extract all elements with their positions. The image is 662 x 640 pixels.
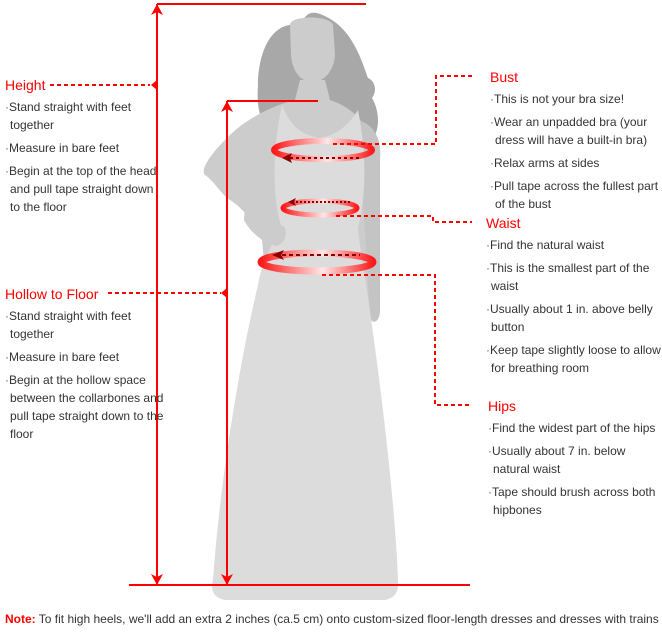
height-instructions: Stand straight with feet together Measur…: [5, 98, 165, 216]
waist-tape-ring: [280, 198, 360, 218]
waist-connector: [336, 215, 472, 223]
waist-bullet: Keep tape slightly loose to allow for br…: [486, 341, 662, 377]
waist-section: Waist Find the natural waist This is the…: [486, 215, 662, 382]
height-bullet: Measure in bare feet: [5, 139, 165, 157]
hips-title: Hips: [488, 398, 517, 414]
hollow-to-floor-title: Hollow to Floor: [5, 286, 99, 302]
bust-connector: [333, 75, 472, 145]
hollow-to-floor-bullet: Measure in bare feet: [5, 348, 165, 366]
bust-bullet: Pull tape across the fullest part of the…: [490, 177, 660, 213]
hips-bullet: Usually about 7 in. below natural waist: [488, 442, 658, 478]
height-title: Height: [5, 77, 46, 93]
note-text: To fit high heels, we'll add an extra 2 …: [35, 612, 659, 626]
bust-bullet: Relax arms at sides: [490, 154, 660, 172]
hips-instructions: Find the widest part of the hips Usually…: [488, 419, 658, 519]
bust-section: Bust This is not your bra size! Wear an …: [490, 69, 660, 218]
hollow-to-floor-instructions: Stand straight with feet together Measur…: [5, 307, 165, 443]
hips-connector: [322, 274, 472, 406]
height-section: Height Stand straight with feet together…: [5, 77, 165, 221]
bust-instructions: This is not your bra size! Wear an unpad…: [490, 90, 660, 213]
hips-bullet: Tape should brush across both hipbones: [488, 483, 658, 519]
hips-section: Hips Find the widest part of the hips Us…: [488, 398, 658, 524]
waist-bullet: This is the smallest part of the waist: [486, 259, 662, 295]
high-heels-note: Note: To fit high heels, we'll add an ex…: [5, 612, 659, 626]
note-label: Note:: [5, 612, 36, 626]
hips-bullet: Find the widest part of the hips: [488, 419, 658, 437]
waist-instructions: Find the natural waist This is the small…: [486, 236, 662, 377]
height-bullet: Begin at the top of the head and pull ta…: [5, 162, 165, 216]
height-bullet: Stand straight with feet together: [5, 98, 165, 134]
hollow-to-floor-bullet: Stand straight with feet together: [5, 307, 165, 343]
hollow-to-floor-measure-line: [108, 100, 318, 585]
hips-tape-ring: [257, 249, 377, 275]
waist-bullet: Usually about 1 in. above belly button: [486, 300, 662, 336]
hollow-to-floor-section: Hollow to Floor Stand straight with feet…: [5, 286, 165, 448]
bust-title: Bust: [490, 69, 519, 85]
waist-bullet: Find the natural waist: [486, 236, 662, 254]
bust-bullet: Wear an unpadded bra (your dress will ha…: [490, 113, 660, 149]
waist-title: Waist: [486, 215, 521, 231]
bust-bullet: This is not your bra size!: [490, 90, 660, 108]
bust-tape-ring: [271, 138, 375, 163]
hollow-to-floor-bullet: Begin at the hollow space between the co…: [5, 371, 165, 443]
